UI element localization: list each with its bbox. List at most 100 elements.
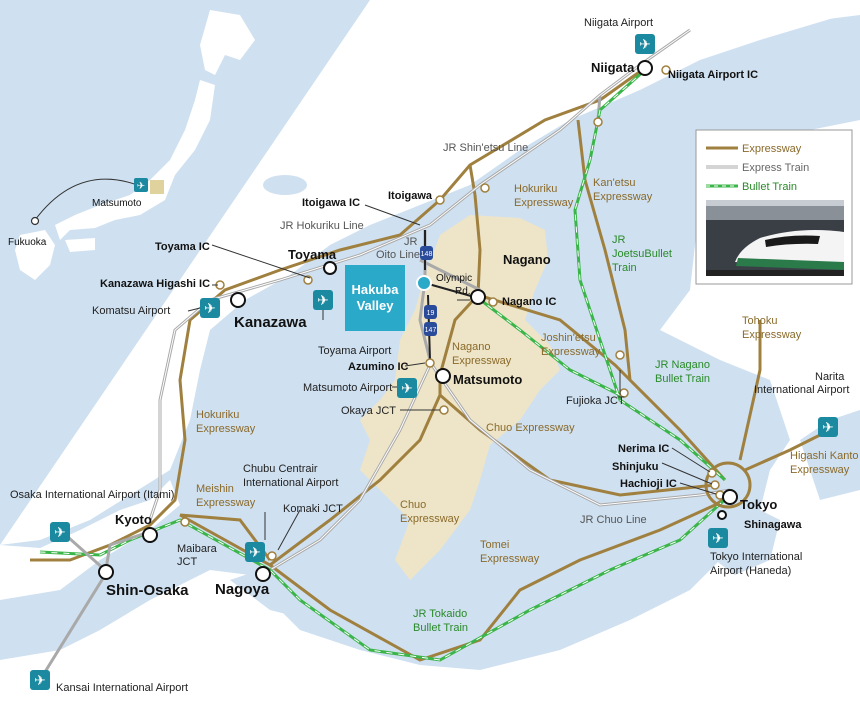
inset-matsumoto-label: Matsumoto	[92, 198, 142, 209]
legend-express-train-label: Express Train	[742, 162, 809, 174]
kanazawa-label: Kanazawa	[234, 314, 307, 331]
kanetsu-exp-1: Kan'etsu	[593, 177, 635, 189]
svg-text:✈: ✈	[822, 419, 834, 435]
itoigawa-ic-label: Itoigawa IC	[302, 197, 360, 209]
svg-text:✈: ✈	[401, 380, 413, 396]
tokyo-bay	[715, 505, 780, 575]
komatsu-airport-icon: ✈	[200, 298, 220, 318]
tokaido-label-1: JR Tokaido	[413, 608, 467, 620]
airport-icons: ✈ ✈ ✈ ✈ ✈ ✈ ✈ ✈ ✈	[30, 34, 838, 690]
leader-lines	[187, 204, 717, 551]
oito-line-label-2: Oito Line	[376, 249, 420, 261]
japan-inset: ✈ Matsumoto Fukuoka	[8, 10, 255, 280]
toyama-airport-label: Toyama Airport	[318, 345, 391, 357]
higashi-kanto-exp-1: Higashi Kanto	[790, 450, 859, 462]
nagoya-label: Nagoya	[215, 581, 270, 598]
inset-nagano	[150, 180, 164, 194]
narita-airport-icon: ✈	[818, 417, 838, 437]
narita-label-1: Narita	[815, 371, 845, 383]
svg-text:19: 19	[427, 310, 435, 317]
joetsu-label-3: Train	[612, 262, 637, 274]
shinetsu-line-label: JR Shin'etsu Line	[443, 142, 528, 154]
hokuriku-exp-a-1: Hokuriku	[514, 183, 557, 195]
nagano-ic-label: Nagano IC	[502, 296, 556, 308]
olympic-road	[424, 282, 479, 299]
chubu-label-1: Chubu Centrair	[243, 463, 318, 475]
svg-text:✈: ✈	[34, 672, 46, 688]
joetsu-label-2: JoetsuBullet	[612, 248, 672, 260]
express-train-inner	[149, 29, 731, 571]
oito-line-label-1: JR	[404, 236, 418, 248]
shinjuku-label: Shinjuku	[612, 461, 658, 473]
niigata-airport-icon: ✈	[635, 34, 655, 54]
svg-text:✈: ✈	[249, 544, 261, 560]
kansai-label: Kansai International Airport	[56, 682, 188, 694]
itami-airport-icon: ✈	[50, 522, 70, 542]
svg-text:148: 148	[421, 251, 433, 258]
inset-fukuoka-label: Fukuoka	[8, 237, 47, 248]
tomei-exp-2: Expressway	[480, 553, 540, 565]
toyama-airport-icon: ✈	[313, 290, 333, 310]
kansai-rail	[38, 528, 156, 681]
svg-text:✈: ✈	[639, 36, 651, 52]
chubu-label-2: International Airport	[243, 477, 338, 489]
legend-bullet-train-label: Bullet Train	[742, 181, 797, 193]
joetsu-label-1: JR	[612, 234, 626, 246]
toyama-label: Toyama	[288, 247, 337, 262]
itami-label: Osaka International Airport (Itami)	[10, 489, 174, 501]
kanazawa-higashi-ic-label: Kanazawa Higashi IC	[100, 278, 210, 290]
inset-flight-route	[34, 178, 146, 221]
hakuba-valley[interactable]: Hakuba Valley	[345, 265, 405, 331]
land-north	[250, 0, 860, 255]
bullet-train-inner	[39, 69, 731, 661]
route-shield-148: 148	[420, 246, 433, 260]
okaya-jct-label: Okaya JCT	[341, 405, 396, 417]
narita-label-2: International Airport	[754, 384, 849, 396]
route-shield-19: 19	[424, 305, 437, 319]
nagano-bullet-label-2: Bullet Train	[655, 373, 710, 385]
niigata-label: Niigata	[591, 60, 635, 75]
fujioka-jct-label: Fujioka JCT	[566, 395, 625, 407]
chuo-exp-b-1: Chuo	[400, 499, 426, 511]
niigata-airport-label: Niigata Airport	[584, 17, 653, 29]
legend: Expressway Express Train Bullet Train	[695, 129, 853, 285]
bay	[263, 175, 307, 195]
higashi-kanto-exp-2: Expressway	[790, 464, 850, 476]
svg-text:✈: ✈	[204, 300, 216, 316]
itoigawa-label: Itoigawa	[388, 190, 433, 202]
hokuriku-exp-b-1: Hokuriku	[196, 409, 239, 421]
legend-expressway-label: Expressway	[742, 143, 802, 155]
maibara-jct-label-2: JCT	[177, 556, 197, 568]
hokuriku-exp-a-2: Expressway	[514, 197, 574, 209]
olympic-road-label-1: Olympic	[436, 273, 472, 284]
svg-text:✈: ✈	[137, 181, 145, 192]
toyama-ic-label: Toyama IC	[155, 241, 210, 253]
land-kansai	[0, 480, 180, 600]
kansai-airport-icon: ✈	[30, 670, 50, 690]
kyoto-label: Kyoto	[115, 512, 152, 527]
tokyo-ring	[704, 461, 752, 509]
ic-markers	[180, 65, 725, 561]
haneda-label-1: Tokyo International	[710, 551, 802, 563]
joshinetsu-exp-1: Joshin'etsu	[541, 332, 596, 344]
shin-osaka-label: Shin-Osaka	[106, 582, 189, 599]
hachioji-ic-label: Hachioji IC	[620, 478, 677, 490]
svg-text:✈: ✈	[317, 292, 329, 308]
komatsu-airport-label: Komatsu Airport	[92, 305, 170, 317]
nagano-bullet-label-1: JR Nagano	[655, 359, 710, 371]
tokyo-label: Tokyo	[740, 497, 777, 512]
hakuba-marker	[416, 275, 432, 291]
hokuriku-exp-b-2: Expressway	[196, 423, 256, 435]
tomei-exp-1: Tomei	[480, 539, 509, 551]
shinagawa-label: Shinagawa	[744, 519, 802, 531]
inset-airplane-icon	[134, 178, 148, 192]
inset-fukuoka-marker	[30, 216, 40, 226]
matsumoto-airport-label: Matsumoto Airport	[303, 382, 392, 394]
bullet-train-photo	[706, 200, 844, 276]
meishin-exp-2: Expressway	[196, 497, 256, 509]
chuo-exp-a: Chuo Expressway	[486, 422, 575, 434]
meishin-exp-1: Meishin	[196, 483, 234, 495]
kanetsu-exp-2: Expressway	[593, 191, 653, 203]
route-shield-147: 147	[424, 322, 437, 336]
